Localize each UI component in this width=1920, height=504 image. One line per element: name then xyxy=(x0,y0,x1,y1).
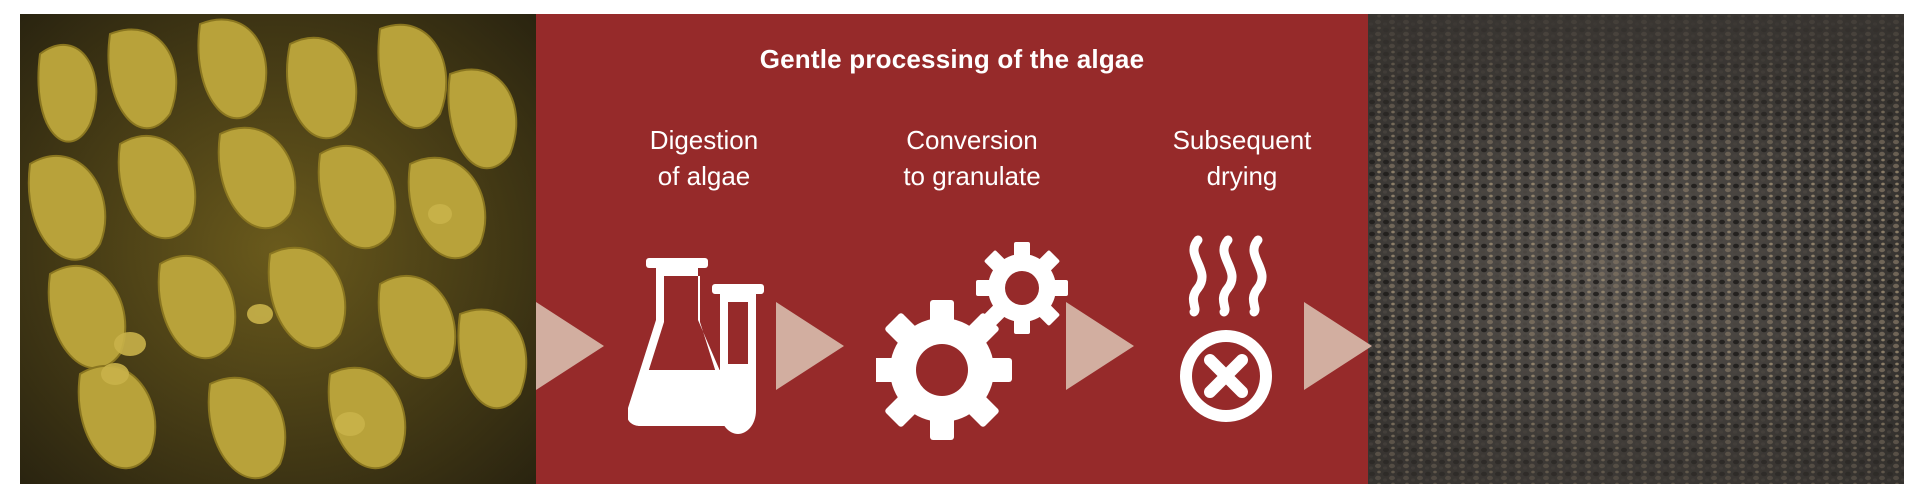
flask-test-tube-icon xyxy=(628,258,764,434)
process-diagram: Gentle processing of the algae Digestion… xyxy=(20,14,1904,484)
granulate-photo xyxy=(1368,14,1904,484)
seaweed-photo xyxy=(20,14,536,484)
gears-icon xyxy=(876,242,1068,440)
arrow-drying-to-granulate xyxy=(1304,302,1372,390)
step-label-conversion: Conversion to granulate xyxy=(903,125,1041,191)
step-label-drying: Subsequent drying xyxy=(1172,125,1312,191)
arrow-digestion-to-conversion xyxy=(776,302,844,390)
arrow-conversion-to-drying xyxy=(1066,302,1134,390)
heat-x-icon xyxy=(1180,235,1272,422)
panel-title: Gentle processing of the algae xyxy=(759,44,1145,74)
process-panel: Gentle processing of the algae Digestion… xyxy=(536,14,1368,484)
arrow-into-digestion xyxy=(536,302,604,390)
step-label-digestion: Digestion of algae xyxy=(649,125,759,191)
